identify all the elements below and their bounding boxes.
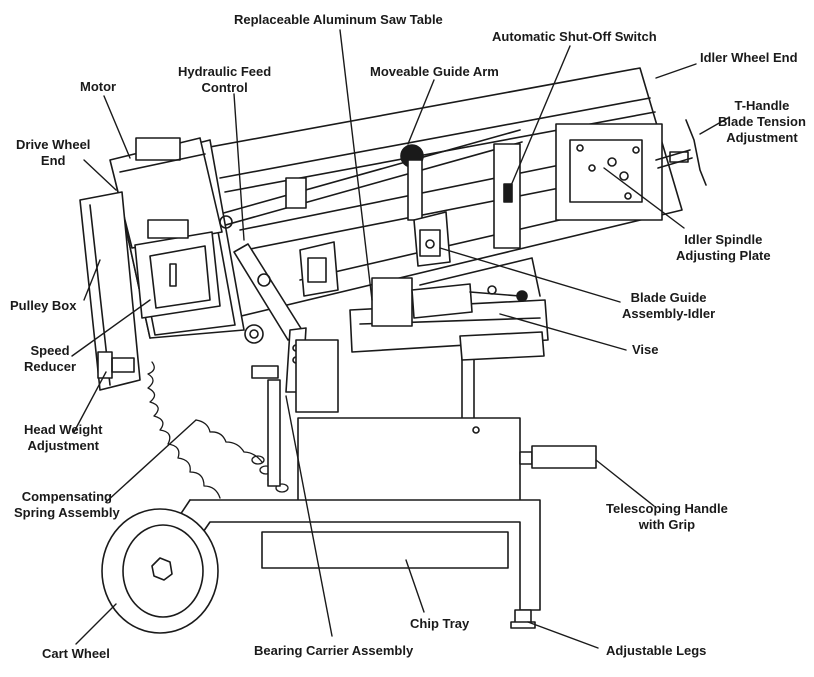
support-column xyxy=(459,331,545,431)
leader-t-handle xyxy=(699,117,729,135)
label-vise: Vise xyxy=(632,342,659,357)
leader-idler-plate xyxy=(603,167,685,229)
label-saw-table: Replaceable Aluminum Saw Table xyxy=(234,12,443,27)
leader-lines xyxy=(71,29,729,649)
leader-saw-table xyxy=(339,29,373,301)
leader-head-weight xyxy=(73,371,107,433)
leader-vise xyxy=(499,313,627,351)
chip-tray xyxy=(261,531,509,569)
automatic-shut-off-switch xyxy=(493,143,521,249)
leader-guide-arm xyxy=(407,79,435,145)
compensating-spring-assembly xyxy=(147,361,289,499)
telescoping-handle xyxy=(519,445,597,469)
label-idler-wheel-end: Idler Wheel End xyxy=(700,50,798,65)
leader-bearing xyxy=(285,395,333,637)
label-guide-arm: Moveable Guide Arm xyxy=(370,64,499,79)
leader-motor xyxy=(103,95,131,159)
label-bearing-carrier: Bearing Carrier Assembly xyxy=(254,643,414,658)
vise xyxy=(371,277,528,327)
leader-hydraulic xyxy=(233,93,245,241)
base-cabinet xyxy=(297,417,521,509)
leader-cart-wheel xyxy=(75,603,117,645)
leader-legs xyxy=(527,621,599,649)
label-cart-wheel: Cart Wheel xyxy=(42,646,110,661)
blade-guide-drive xyxy=(285,177,339,297)
speed-reducer xyxy=(134,219,221,319)
label-chip-tray: Chip Tray xyxy=(410,616,470,631)
leader-spring xyxy=(105,419,197,503)
leader-chip-tray xyxy=(405,559,425,613)
blade-guide-assembly-idler xyxy=(413,211,451,267)
adjustable-legs xyxy=(510,609,536,629)
head-weight-adjustment xyxy=(97,351,135,379)
leader-handle xyxy=(595,459,655,507)
leader-speed xyxy=(71,299,151,357)
leader-shutoff xyxy=(509,45,571,189)
pulley-box xyxy=(79,191,141,391)
leader-idler-end xyxy=(655,63,697,79)
bearing-carrier-assembly xyxy=(244,324,339,487)
leader-pulley xyxy=(83,259,101,301)
t-handle-blade-tension xyxy=(655,119,707,186)
moveable-guide-arm xyxy=(169,129,523,241)
label-motor: Motor xyxy=(80,79,117,94)
motor xyxy=(109,137,223,249)
label-adjustable-legs: Adjustable Legs xyxy=(606,643,707,658)
label-pulley-box: Pulley Box xyxy=(10,298,77,313)
leader-drive-end xyxy=(83,159,117,191)
cart-wheel xyxy=(101,508,219,634)
label-shutoff-switch: Automatic Shut-Off Switch xyxy=(492,29,657,44)
leader-blade-guide xyxy=(439,247,621,303)
